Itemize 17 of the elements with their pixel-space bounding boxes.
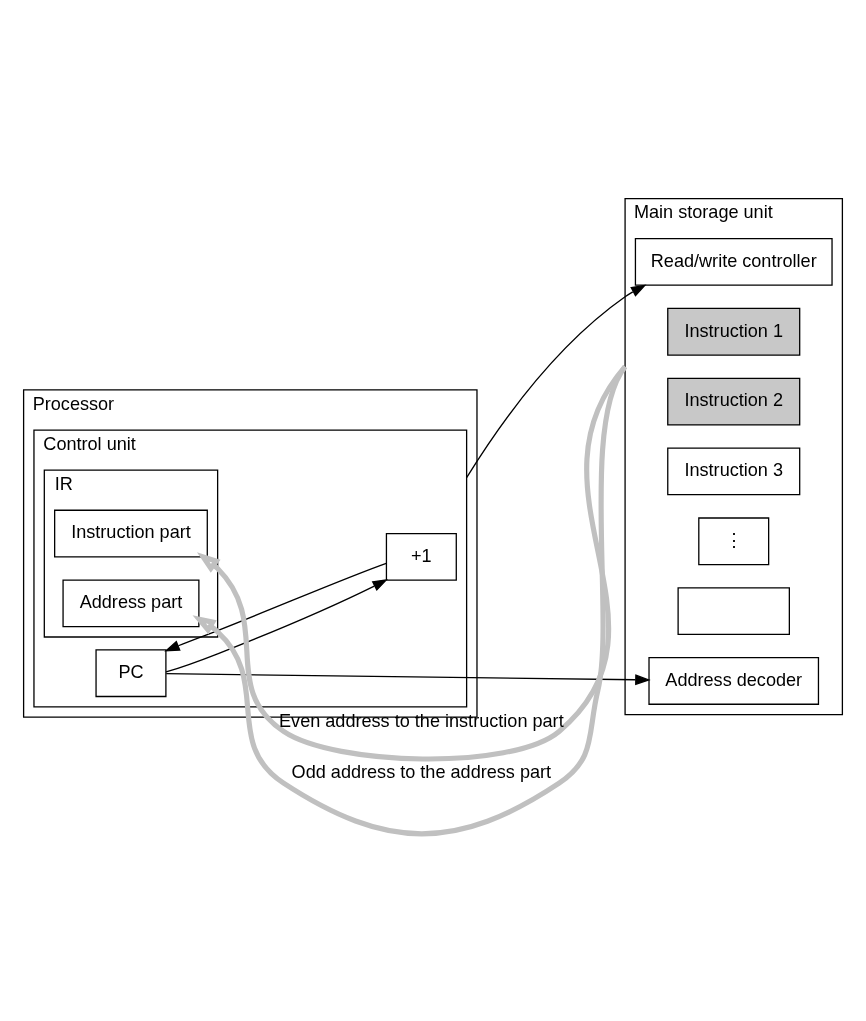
- node-box: PC: [95, 648, 167, 697]
- node-box: Read/write controller: [634, 237, 833, 286]
- node-box: Address decoder: [648, 656, 820, 705]
- node-box: ⋮: [698, 516, 770, 565]
- arrow: [165, 578, 388, 673]
- node-box: Instruction 3: [667, 447, 801, 495]
- node-box: Instruction 2: [667, 377, 801, 426]
- node-box: Address part: [62, 578, 200, 627]
- node-box: [677, 586, 790, 635]
- edge-label: Odd address to the address part: [291, 761, 552, 782]
- arrow: [164, 562, 387, 652]
- arrow: [192, 364, 628, 836]
- arrow: [466, 284, 647, 478]
- node-box: Instruction 1: [667, 307, 801, 356]
- arrow: [165, 672, 651, 685]
- node-box: Instruction part: [54, 509, 208, 557]
- node-box: +1: [385, 532, 457, 581]
